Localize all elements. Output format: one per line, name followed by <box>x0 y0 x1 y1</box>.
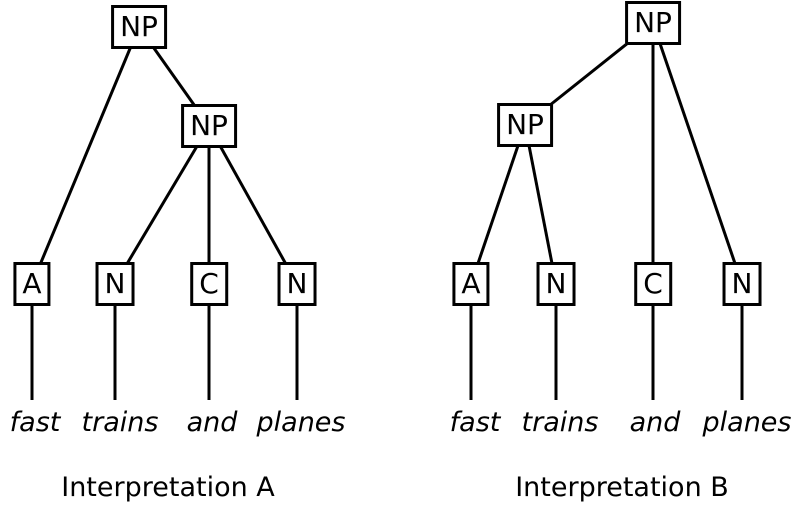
tree-node-n: N <box>277 262 317 306</box>
tree-edge <box>469 124 527 285</box>
tree-node-n: N <box>722 262 762 306</box>
tree-node-np: NP <box>625 1 681 45</box>
tree-edge <box>207 125 299 285</box>
tree-node-n: N <box>95 262 135 306</box>
tree-node-np: NP <box>497 103 553 147</box>
tree-node-np: NP <box>181 104 237 148</box>
tree-node-c: C <box>634 262 672 306</box>
word-label-fast: fast <box>9 407 61 438</box>
tree-edge <box>113 125 211 285</box>
tree-edge <box>523 124 558 285</box>
tree-node-c: C <box>190 262 228 306</box>
tree-node-np: NP <box>111 5 167 49</box>
word-label-planes: planes <box>256 407 346 438</box>
tree-node-a: A <box>13 262 51 306</box>
tree-node-a: A <box>452 262 490 306</box>
word-label-planes: planes <box>702 407 792 438</box>
word-label-and: and <box>186 407 238 438</box>
tree-node-n: N <box>536 262 576 306</box>
tree-edge <box>30 26 141 285</box>
word-label-trains: trains <box>81 407 159 438</box>
caption-interpretation-a: Interpretation A <box>61 472 275 503</box>
word-label-and: and <box>629 407 681 438</box>
word-label-fast: fast <box>449 407 501 438</box>
caption-interpretation-b: Interpretation B <box>515 472 729 503</box>
word-label-trains: trains <box>521 407 599 438</box>
tree-edge <box>651 22 744 285</box>
